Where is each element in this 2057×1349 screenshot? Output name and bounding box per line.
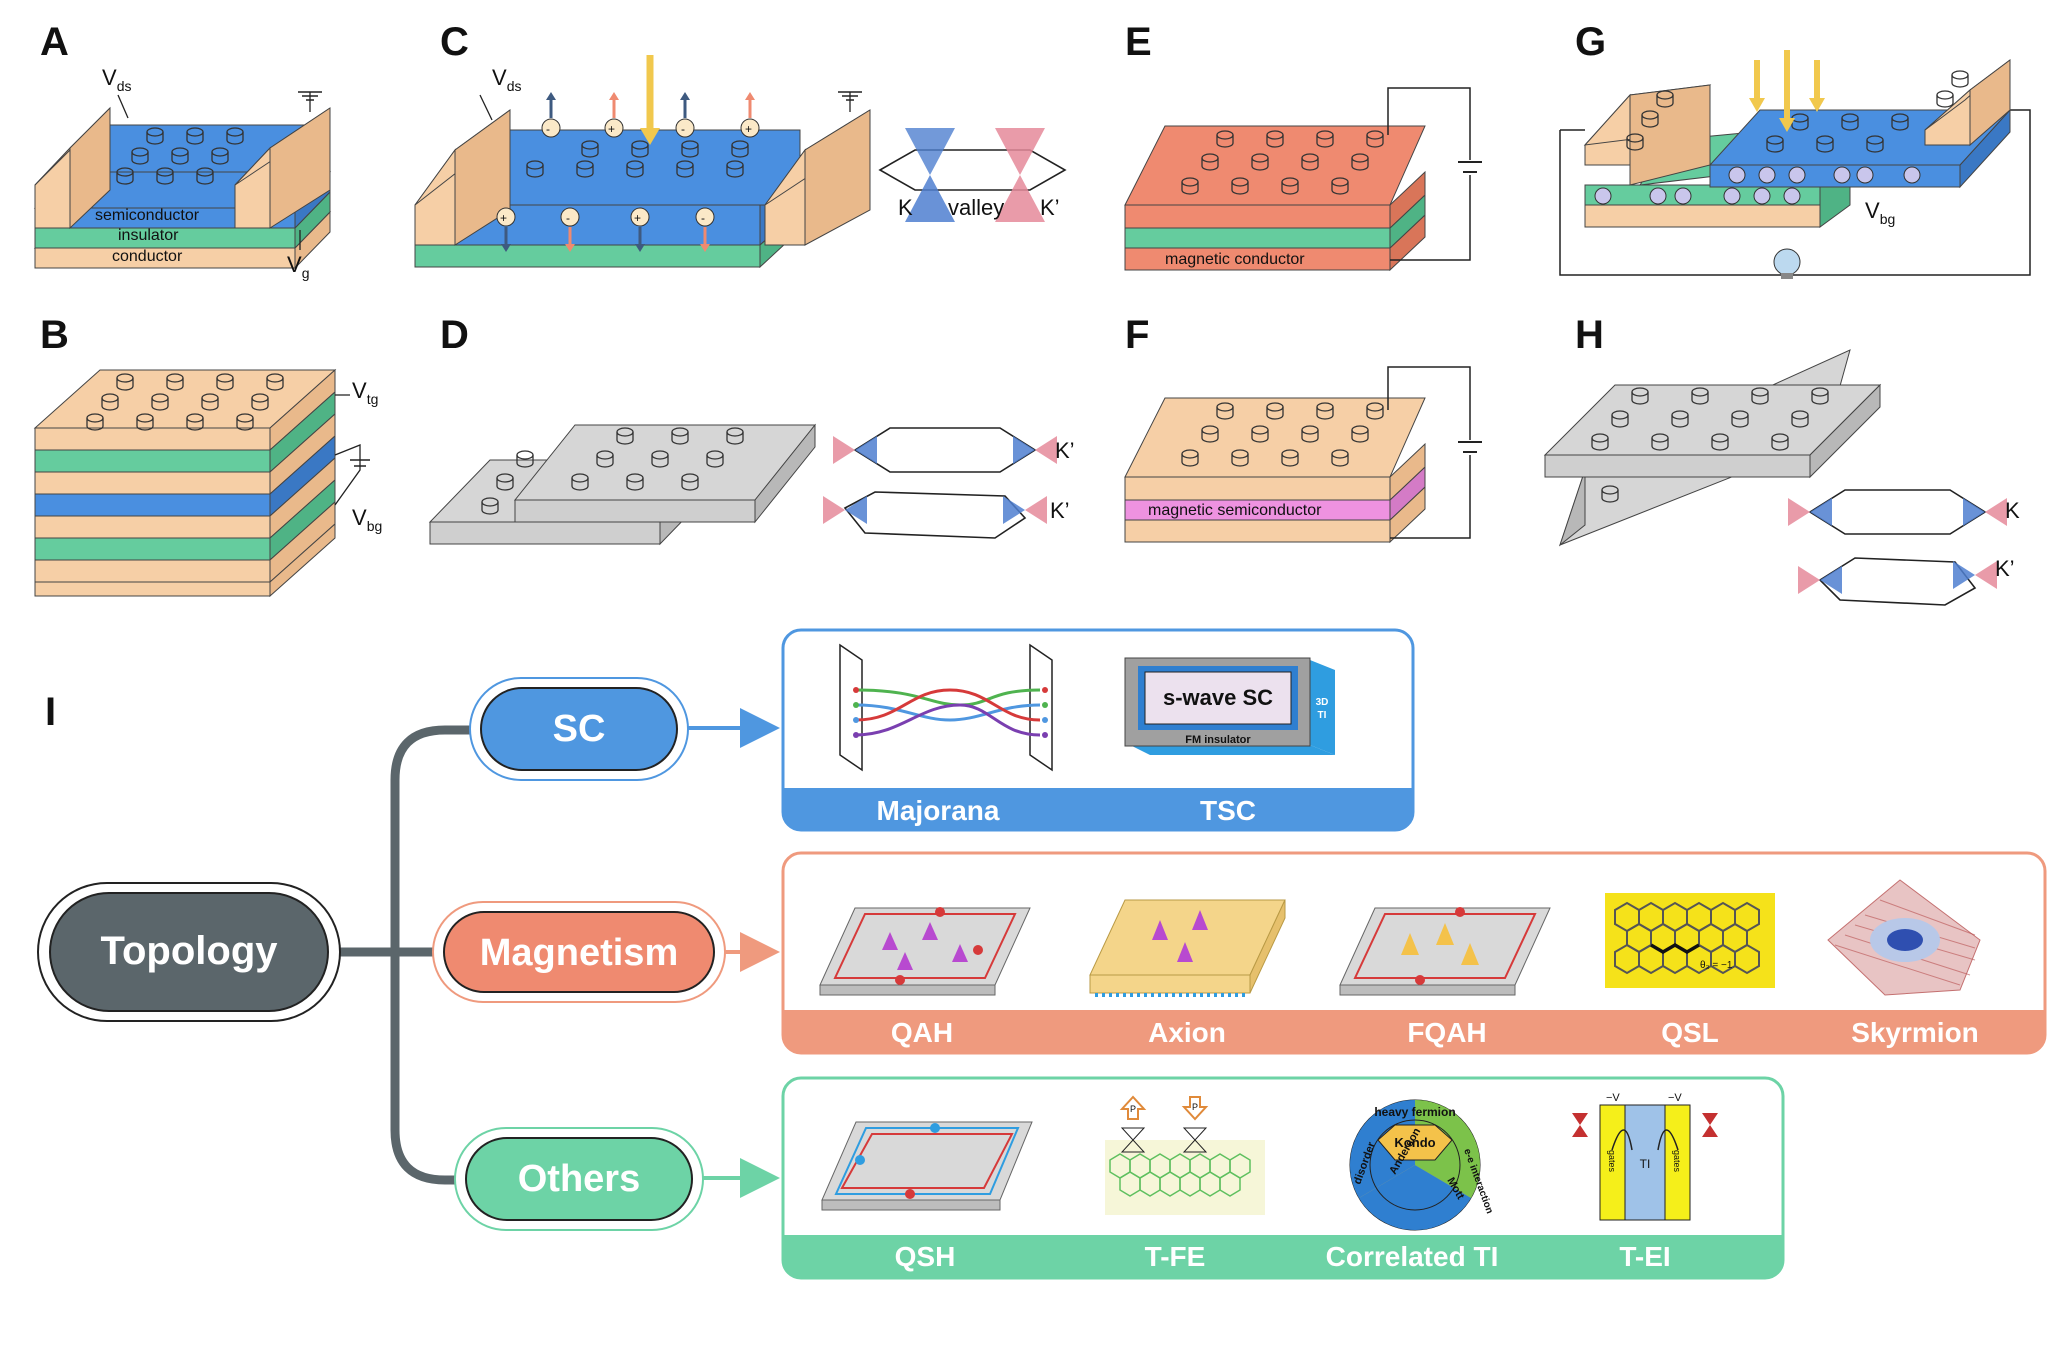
label-k-h: K	[2005, 498, 2020, 523]
label-vbg-g: Vbg	[1865, 198, 1895, 227]
svg-text:+: +	[500, 211, 507, 225]
label-valley: valley	[948, 195, 1004, 220]
qsl-illustration: θ₃ = −1	[1605, 893, 1775, 988]
svg-text:-: -	[701, 211, 705, 225]
label-kprime-h: K’	[1995, 556, 2015, 581]
svg-text:-: -	[681, 122, 685, 136]
sc-box: s-wave SC FM insulator 3D TI Majorana TS…	[781, 628, 1415, 832]
topology-node[interactable]: Topology	[37, 882, 341, 1022]
label-magnetic-semiconductor: magnetic semiconductor	[1148, 502, 1322, 519]
sc-node[interactable]: SC	[469, 677, 689, 781]
magnetism-box: θ₃ = −1 QAH Axion FQAH QSL Skyrmion	[781, 851, 2047, 1055]
item-tei: T-EI	[1619, 1241, 1670, 1272]
correlated-ti-illustration: Kondo heavy fermion Mott Anderson disord…	[1349, 1099, 1495, 1231]
panel-label-f: F	[1125, 313, 1149, 357]
tei-gates-right: gates	[1672, 1150, 1682, 1173]
item-correlated-ti: Correlated TI	[1326, 1241, 1499, 1272]
label-magnetic-conductor: magnetic conductor	[1165, 251, 1305, 268]
panel-d-dirac-cones	[823, 436, 1057, 524]
svg-text:+: +	[634, 211, 641, 225]
label-kprime-d1: K’	[1055, 438, 1075, 463]
item-tsc: TSC	[1200, 795, 1256, 826]
others-box: P P Kondo heavy fermion Mott Anderson di…	[781, 1076, 1785, 1280]
tree-connectors	[340, 708, 780, 1198]
topology-label: Topology	[101, 929, 279, 973]
magnetism-label: Magnetism	[480, 932, 678, 974]
label-vds-c: Vds	[492, 65, 521, 94]
others-label: Others	[518, 1158, 640, 1200]
tsc-illustration: s-wave SC FM insulator 3D TI	[1124, 657, 1335, 755]
tei-left-voltage: −V	[1606, 1092, 1620, 1104]
tfe-illustration: P P	[1105, 1095, 1265, 1215]
heavy-fermion-label: heavy fermion	[1374, 1105, 1455, 1119]
item-qsl: QSL	[1661, 1017, 1719, 1048]
tei-illustration: −V −V TI gates gates	[1572, 1092, 1718, 1221]
panel-label-b: B	[40, 313, 69, 357]
label-conductor: conductor	[112, 248, 183, 265]
label-semiconductor: semiconductor	[95, 207, 200, 224]
item-fqah: FQAH	[1407, 1017, 1486, 1048]
panel-label-c: C	[440, 20, 469, 64]
item-qsh: QSH	[895, 1241, 956, 1272]
item-majorana: Majorana	[877, 795, 1000, 826]
panel-label-d: D	[440, 313, 469, 357]
magnetism-node[interactable]: Magnetism	[432, 901, 726, 1003]
panel-f-device	[1124, 366, 1482, 544]
axion-illustration	[1089, 899, 1286, 997]
fqah-illustration	[1339, 907, 1551, 996]
tfe-p1: P	[1130, 1104, 1136, 1114]
svg-text:-: -	[546, 122, 550, 136]
panel-label-a: A	[40, 20, 69, 64]
label-insulator: insulator	[118, 227, 179, 244]
tfe-p2: P	[1192, 1102, 1198, 1112]
majorana-illustration	[839, 643, 1053, 772]
panel-label-e: E	[1125, 20, 1152, 64]
panel-g-device	[1559, 50, 2031, 279]
panel-b-stack	[33, 368, 370, 598]
panel-a-device	[33, 91, 332, 270]
svg-text:+: +	[745, 122, 752, 136]
swave-sc-label: s-wave SC	[1163, 685, 1273, 710]
label-vbg-b: Vbg	[352, 505, 382, 534]
qsl-formula: θ₃ = −1	[1700, 960, 1733, 971]
item-axion: Axion	[1148, 1017, 1226, 1048]
qah-illustration	[819, 907, 1031, 996]
panel-c-device: - + - + + - + -	[414, 55, 871, 269]
panel-d-twisted-bilayer	[428, 423, 1037, 546]
panel-label-i: I	[45, 690, 56, 734]
panel-label-h: H	[1575, 313, 1604, 357]
label-k-valley: K	[898, 195, 913, 220]
kondo-label: Kondo	[1394, 1135, 1435, 1150]
others-node[interactable]: Others	[454, 1127, 704, 1231]
tei-gates-left: gates	[1607, 1150, 1617, 1173]
svg-text:-: -	[566, 211, 570, 225]
panel-label-g: G	[1575, 20, 1606, 64]
svg-text:+: +	[608, 122, 615, 136]
skyrmion-illustration	[1827, 879, 1981, 996]
ti-3d-label-2: TI	[1318, 710, 1327, 721]
fm-insulator-label: FM insulator	[1185, 734, 1251, 746]
qsh-illustration	[821, 1121, 1033, 1211]
label-vtg: Vtg	[352, 378, 378, 407]
panel-e-device	[1124, 87, 1482, 272]
ti-3d-label: 3D	[1316, 697, 1329, 708]
panel-h-twisted-bilayer	[1543, 349, 2007, 606]
label-vg-a: Vg	[287, 252, 309, 281]
label-kprime-d2: K’	[1050, 498, 1070, 523]
tei-right-voltage: −V	[1668, 1092, 1682, 1104]
tei-ti-label: TI	[1640, 1157, 1651, 1171]
item-skyrmion: Skyrmion	[1851, 1017, 1979, 1048]
label-kprime-valley: K’	[1040, 195, 1060, 220]
label-vds-a: Vds	[102, 65, 131, 94]
item-qah: QAH	[891, 1017, 953, 1048]
item-tfe: T-FE	[1145, 1241, 1206, 1272]
valley-illustration	[878, 128, 1067, 222]
sc-label: SC	[553, 708, 606, 750]
